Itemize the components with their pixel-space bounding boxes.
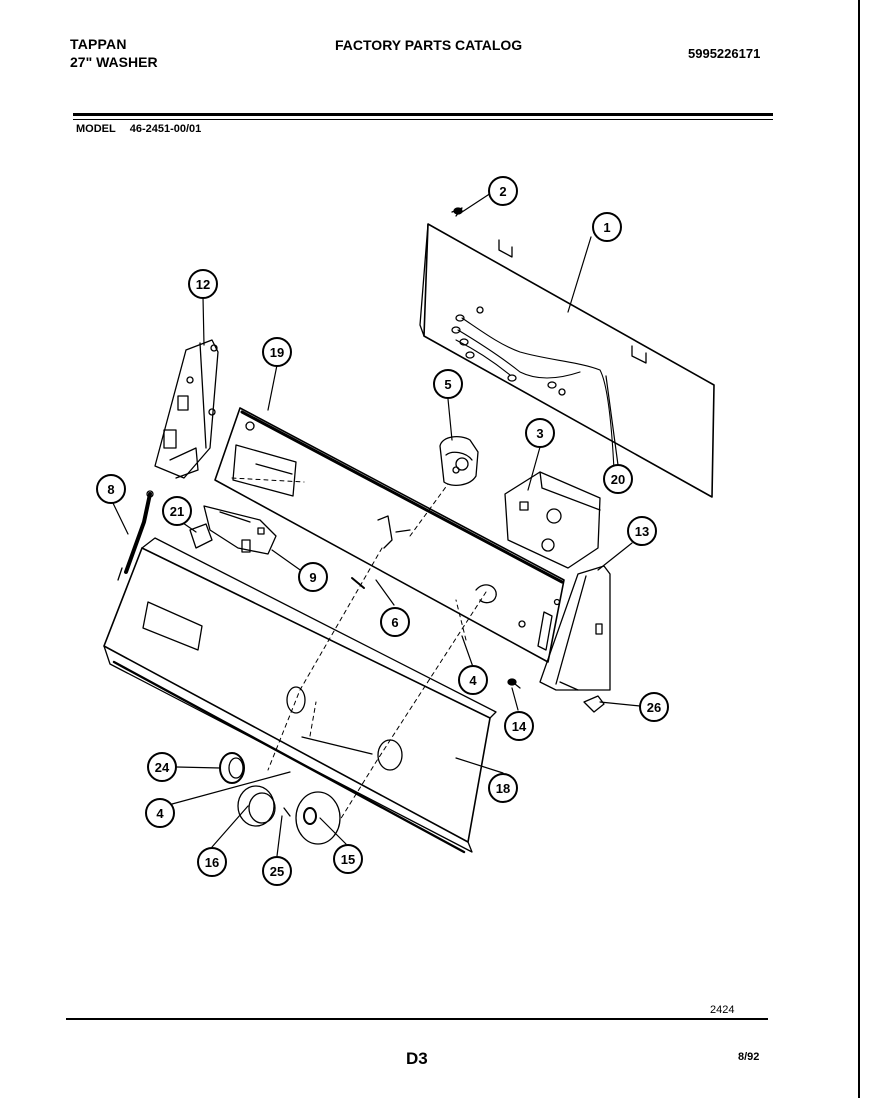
- svg-text:21: 21: [170, 504, 184, 519]
- control-console-part: [103, 537, 497, 854]
- callout-18: 18: [488, 773, 518, 803]
- svg-text:8: 8: [107, 482, 114, 497]
- callout-4b: 4: [145, 798, 175, 828]
- footer-rule: [66, 1018, 768, 1020]
- bracket-part: [154, 339, 219, 479]
- callout-8: 8: [96, 474, 126, 504]
- callout-14: 14: [504, 711, 534, 741]
- callout-9: 9: [298, 562, 328, 592]
- assembly-lines: [231, 477, 487, 821]
- valve-part: [439, 435, 479, 487]
- callout-bubbles: 1 2 3 4 4 5 6 8 9 12 13 14 15 16 18 19 2…: [96, 176, 669, 886]
- callout-3: 3: [525, 418, 555, 448]
- clip-part: [583, 695, 605, 713]
- callout-5: 5: [433, 369, 463, 399]
- svg-text:25: 25: [270, 864, 284, 879]
- callout-1: 1: [592, 212, 622, 242]
- callout-4a: 4: [458, 665, 488, 695]
- svg-text:4: 4: [156, 806, 164, 821]
- callout-15: 15: [333, 844, 363, 874]
- rear-panel-part: [419, 223, 715, 498]
- svg-text:9: 9: [309, 570, 316, 585]
- svg-text:6: 6: [391, 615, 398, 630]
- callout-16: 16: [197, 847, 227, 877]
- page-date: 8/92: [738, 1051, 760, 1063]
- model-label: MODEL: [76, 123, 116, 135]
- svg-text:18: 18: [496, 781, 510, 796]
- callout-20: 20: [603, 464, 633, 494]
- svg-text:12: 12: [196, 277, 210, 292]
- callout-13: 13: [627, 516, 657, 546]
- svg-text:14: 14: [512, 719, 527, 734]
- callout-19: 19: [262, 337, 292, 367]
- callout-6: 6: [380, 607, 410, 637]
- svg-text:15: 15: [341, 852, 355, 867]
- callout-2: 2: [488, 176, 518, 206]
- svg-text:13: 13: [635, 524, 649, 539]
- svg-text:19: 19: [270, 345, 284, 360]
- callout-26: 26: [639, 692, 669, 722]
- svg-text:3: 3: [536, 426, 543, 441]
- screw-part-14: [507, 678, 521, 689]
- switch-part: [203, 505, 277, 555]
- page-number: D3: [406, 1049, 428, 1068]
- hose-part: [117, 490, 154, 581]
- model-line: MODEL 46-2451-00/01: [76, 123, 201, 135]
- svg-text:1: 1: [603, 220, 610, 235]
- catalog-title: FACTORY PARTS CATALOG: [335, 37, 523, 53]
- clip-part-6: [351, 515, 411, 589]
- drawing-number: 2424: [710, 1004, 735, 1016]
- timer-part: [504, 471, 601, 569]
- catalog-number: 5995226171: [688, 46, 761, 61]
- page-edge: [858, 0, 860, 1098]
- svg-text:2: 2: [499, 184, 506, 199]
- svg-text:4: 4: [469, 673, 477, 688]
- brand-name: TAPPAN: [70, 36, 127, 52]
- callout-12: 12: [188, 269, 218, 299]
- svg-text:26: 26: [647, 700, 661, 715]
- knob-part-16: [237, 785, 276, 827]
- small-knob-part: [189, 523, 213, 549]
- screw-part: [451, 207, 463, 217]
- svg-text:24: 24: [155, 760, 170, 775]
- spring-clip-part: [283, 807, 291, 817]
- callout-24: 24: [147, 752, 177, 782]
- svg-text:5: 5: [444, 377, 451, 392]
- dial-part: [295, 791, 341, 845]
- header-rule: [73, 113, 773, 116]
- model-number: 46-2451-00/01: [129, 123, 202, 135]
- callout-25: 25: [262, 856, 292, 886]
- console-panel-part: [214, 407, 565, 663]
- product-name: 27" WASHER: [70, 54, 158, 70]
- leader-lines: [110, 192, 641, 857]
- header-rule-thin: [73, 119, 773, 120]
- knob-part-24: [219, 752, 245, 784]
- svg-text:20: 20: [611, 472, 625, 487]
- svg-text:16: 16: [205, 855, 219, 870]
- callout-21: 21: [162, 496, 192, 526]
